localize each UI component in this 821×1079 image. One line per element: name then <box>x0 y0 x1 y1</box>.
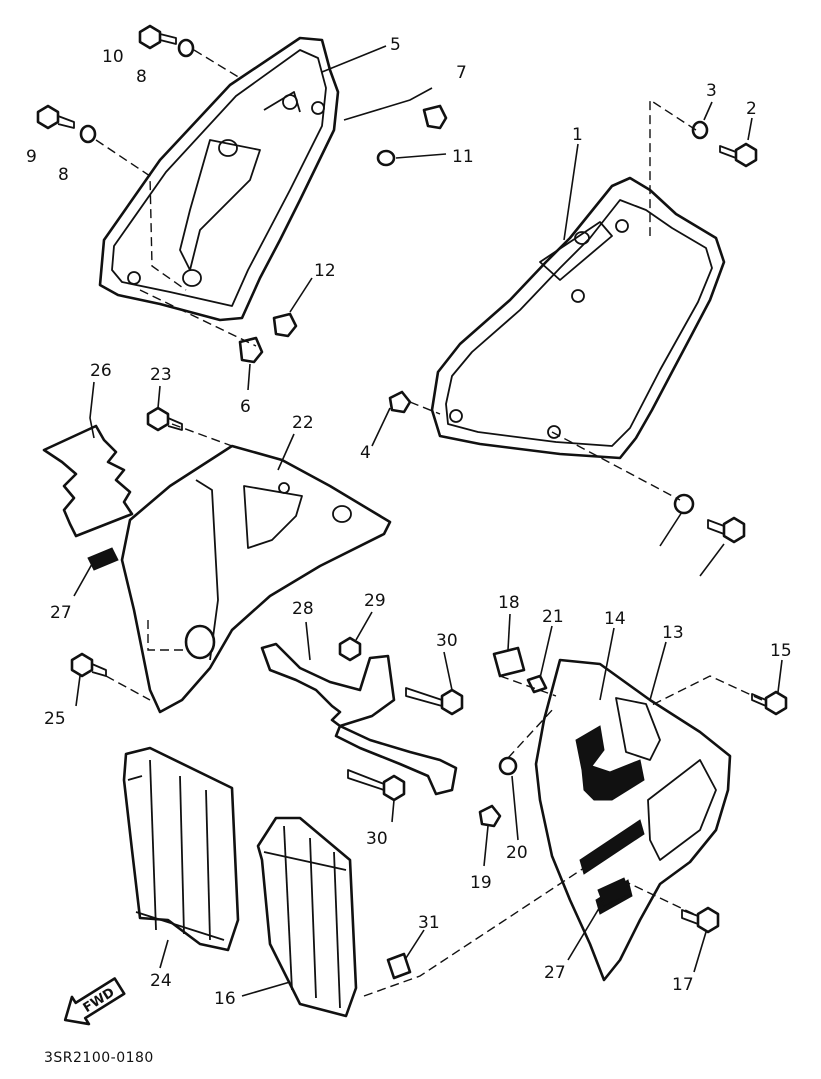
callout-14: 14 <box>604 609 626 629</box>
callout-30: 30 <box>436 631 458 651</box>
callout-6: 6 <box>240 397 251 417</box>
mount-bracket <box>260 642 458 796</box>
callout-7: 7 <box>456 63 467 83</box>
callout-10: 10 <box>102 47 124 67</box>
callout-22: 22 <box>292 413 314 433</box>
callout-3: 3 <box>706 81 717 101</box>
radiator-shroud <box>120 444 392 714</box>
callout-16: 16 <box>214 989 236 1009</box>
callout-8b: 8 <box>58 165 69 185</box>
callout-27: 27 <box>50 603 72 623</box>
callout-18: 18 <box>498 593 520 613</box>
callout-20: 20 <box>506 843 528 863</box>
small-tag-left <box>87 547 119 571</box>
callout-8: 8 <box>136 67 147 87</box>
callout-24: 24 <box>150 971 172 991</box>
assembly-lines <box>95 49 763 997</box>
callout-11: 11 <box>452 147 474 167</box>
callout-4: 4 <box>360 443 371 463</box>
fasteners <box>36 24 788 980</box>
callout-21: 21 <box>542 607 564 627</box>
callout-13: 13 <box>662 623 684 643</box>
callout-1: 1 <box>572 125 583 145</box>
side-cover-right <box>430 176 726 460</box>
callout-25: 25 <box>44 709 66 729</box>
callout-15: 15 <box>770 641 792 661</box>
diagram-code: 3SR2100-0180 <box>44 1050 154 1066</box>
callout-9: 9 <box>26 147 37 167</box>
callout-31: 31 <box>418 913 440 933</box>
callout-27b: 27 <box>544 963 566 983</box>
radiator-guard-left <box>122 746 240 952</box>
decal-sheet <box>42 424 134 538</box>
callout-19: 19 <box>470 873 492 893</box>
callout-5: 5 <box>390 35 401 55</box>
callout-labels: 1 2 3 4 5 6 7 8 8 9 10 11 12 13 14 15 16… <box>26 35 792 1009</box>
callout-2: 2 <box>746 99 757 119</box>
callout-12: 12 <box>314 261 336 281</box>
fwd-arrow: FWD <box>63 977 126 1026</box>
callout-23: 23 <box>150 365 172 385</box>
side-cover-left <box>98 36 340 322</box>
callout-30b: 30 <box>366 829 388 849</box>
callout-26: 26 <box>90 361 112 381</box>
callout-28: 28 <box>292 599 314 619</box>
radiator-guard-right <box>256 816 358 1018</box>
number-plate-panel <box>534 658 732 982</box>
callout-29: 29 <box>364 591 386 611</box>
callout-17: 17 <box>672 975 694 995</box>
leader-lines <box>73 45 783 997</box>
